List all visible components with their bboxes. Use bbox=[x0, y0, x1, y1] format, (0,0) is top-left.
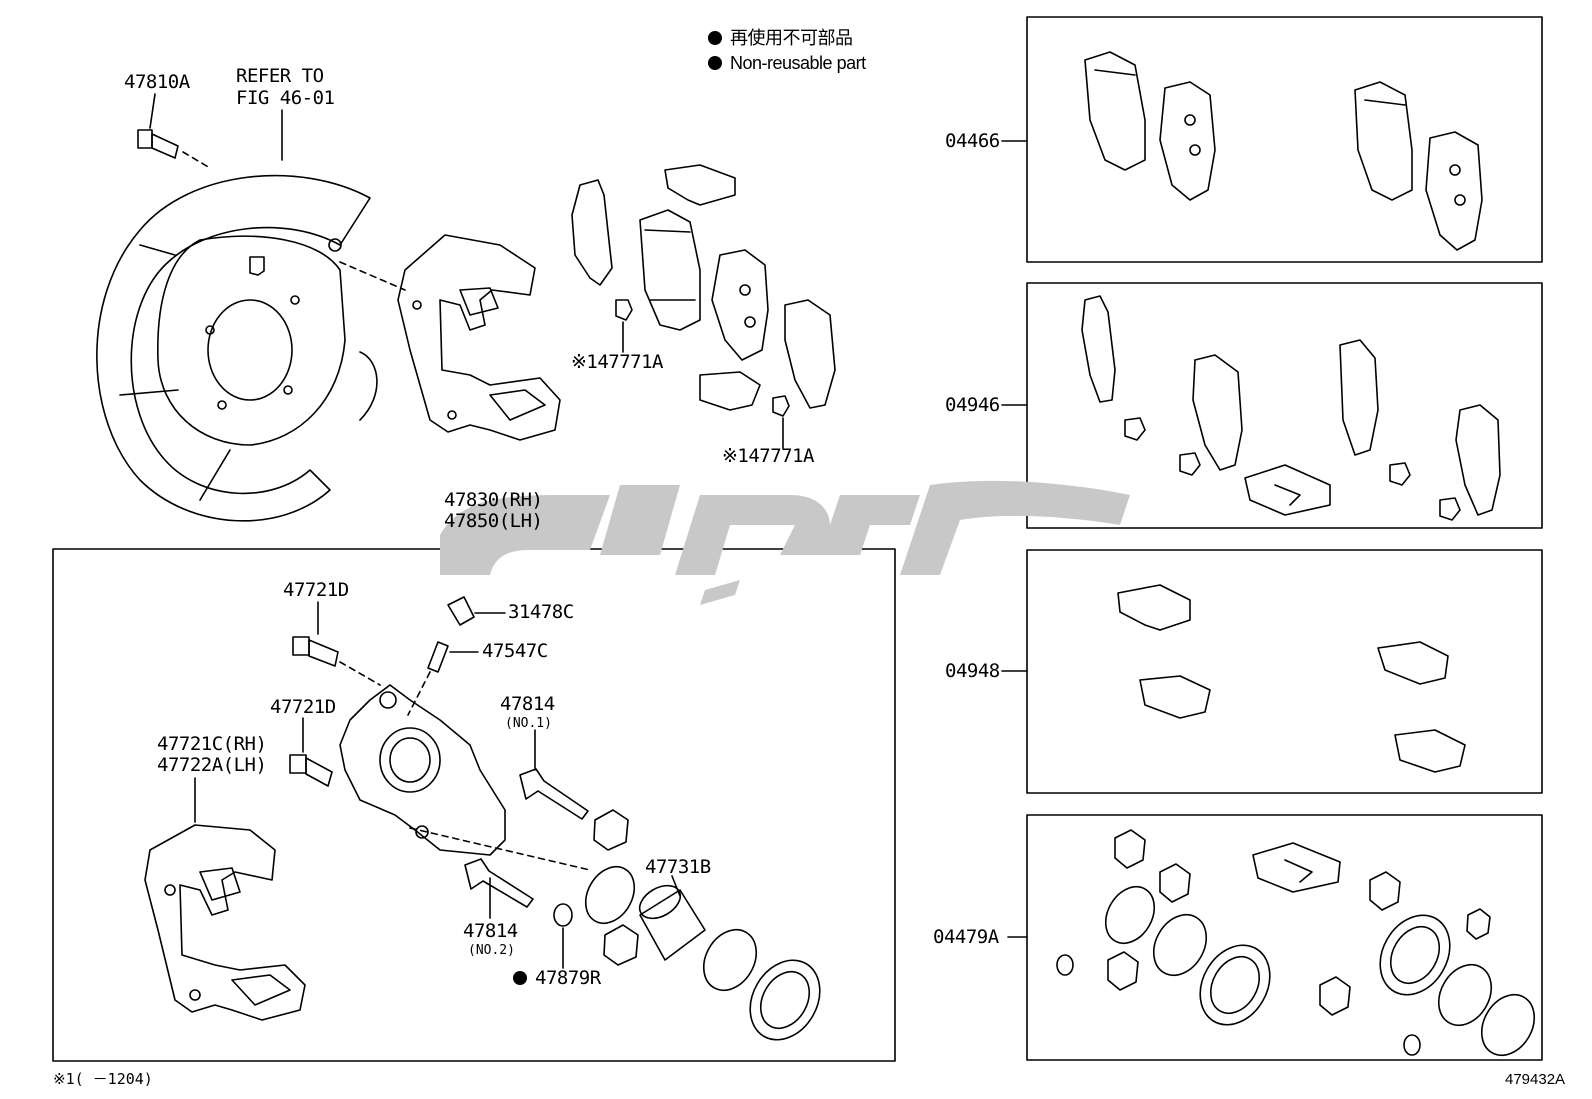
kit-04479A-parts bbox=[1056, 829, 1536, 1056]
piston-seal bbox=[584, 865, 636, 925]
kit-box-04946 bbox=[1026, 282, 1543, 529]
label-47722A[interactable]: 47722A(LH) bbox=[157, 754, 267, 776]
kit-code-04479A[interactable]: 04479A bbox=[933, 926, 999, 948]
piston-47731B bbox=[638, 884, 706, 961]
kit-box-04466 bbox=[1026, 16, 1543, 263]
label-47814-no1-sub: (NO.1) bbox=[505, 716, 552, 731]
kit-box-04479A bbox=[1026, 814, 1543, 1061]
bolt-47721D-upper bbox=[292, 636, 339, 667]
non-reusable-dot-icon bbox=[513, 971, 527, 985]
label-47879R[interactable]: 47879R bbox=[513, 968, 601, 988]
label-47547C[interactable]: 47547C bbox=[482, 640, 548, 662]
label-31478C[interactable]: 31478C bbox=[508, 601, 574, 623]
ring-47879R bbox=[553, 903, 573, 927]
kit-04948-parts bbox=[1117, 584, 1466, 773]
legend-en: Non-reusable part bbox=[708, 53, 866, 73]
label-47721C[interactable]: 47721C(RH) bbox=[157, 733, 267, 755]
label-47721D-lower[interactable]: 47721D bbox=[270, 696, 336, 718]
kit-code-04466[interactable]: 04466 bbox=[945, 130, 1000, 152]
footnote: ※1( －1204) bbox=[53, 1070, 153, 1088]
slide-pin-no2 bbox=[464, 858, 534, 908]
kit-code-04946[interactable]: 04946 bbox=[945, 394, 1000, 416]
label-47810A[interactable]: 47810A bbox=[124, 71, 190, 93]
legend-jp: 再使用不可部品 bbox=[708, 28, 853, 48]
non-reusable-dot-icon bbox=[708, 56, 722, 70]
kit-04946-parts bbox=[1081, 295, 1501, 521]
refer-line1: REFER TO bbox=[236, 65, 324, 87]
label-47850[interactable]: 47850(LH) bbox=[444, 510, 543, 532]
refer-line2: FIG 46-01 bbox=[236, 87, 335, 109]
label-47830[interactable]: 47830(RH) bbox=[444, 489, 543, 511]
boot-ring bbox=[702, 929, 758, 991]
brake-pads-top bbox=[571, 164, 836, 417]
caliper-bracket-lower bbox=[144, 824, 306, 1021]
caliper-bracket-upper bbox=[397, 234, 561, 441]
bleeder-47547C bbox=[427, 641, 449, 673]
non-reusable-dot-icon bbox=[708, 31, 722, 45]
label-47814-no1[interactable]: 47814 bbox=[500, 693, 555, 715]
label-47731B[interactable]: 47731B bbox=[645, 856, 711, 878]
piston-boot bbox=[749, 959, 821, 1041]
label-47879R-text: 47879R bbox=[535, 967, 601, 989]
kit-04466-parts bbox=[1084, 51, 1483, 251]
kit-box-04948 bbox=[1026, 549, 1543, 794]
boot-lower bbox=[603, 924, 639, 966]
label-47771A-1[interactable]: ※147771A bbox=[571, 351, 664, 373]
bolt-47810A bbox=[137, 129, 179, 159]
figure-id: 479432A bbox=[1505, 1071, 1566, 1088]
slide-pin-no1 bbox=[519, 768, 589, 820]
label-47814-no2[interactable]: 47814 bbox=[463, 920, 518, 942]
legend-jp-text: 再使用不可部品 bbox=[730, 28, 853, 48]
legend-en-text: Non-reusable part bbox=[730, 53, 866, 73]
label-47771A-2[interactable]: ※147771A bbox=[722, 445, 815, 467]
label-47721D-upper[interactable]: 47721D bbox=[283, 579, 349, 601]
caliper-body bbox=[339, 684, 506, 856]
bolt-47721D-lower bbox=[289, 754, 333, 787]
cap-31478C bbox=[447, 596, 475, 626]
boot-upper bbox=[593, 809, 629, 851]
dust-shield bbox=[96, 174, 378, 522]
label-47814-no2-sub: (NO.2) bbox=[468, 943, 515, 958]
kit-code-04948[interactable]: 04948 bbox=[945, 660, 1000, 682]
